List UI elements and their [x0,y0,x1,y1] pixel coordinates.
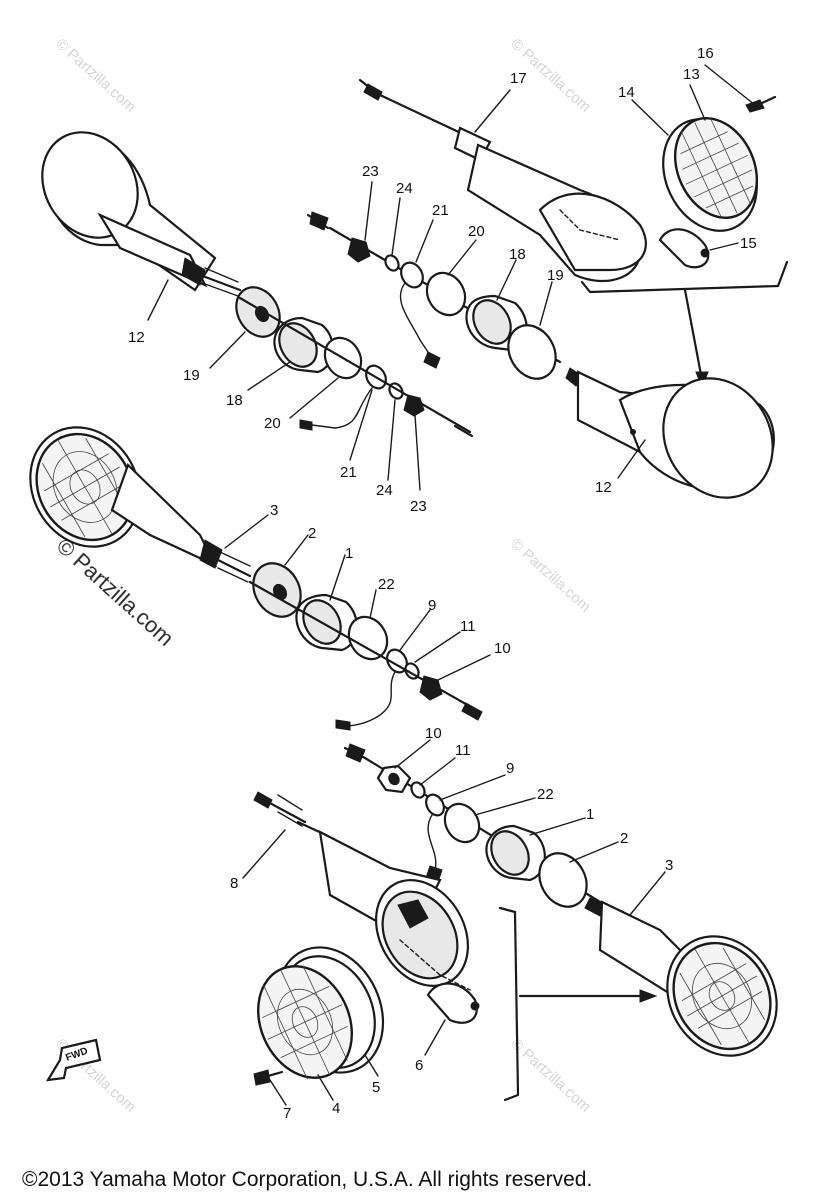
callout-21-left: 21 [340,464,357,481]
callout-22-low: 22 [537,786,554,803]
callout-20-left: 20 [264,415,281,432]
front-flasher-mount-parts [306,211,775,499]
callout-20-top: 20 [468,223,485,240]
callout-3-mid: 3 [270,502,278,519]
callout-8: 8 [230,875,238,892]
callout-19-left: 19 [183,367,200,384]
callout-9-low: 9 [506,760,514,777]
copyright-notice: ©2013 Yamaha Motor Corporation, U.S.A. A… [22,1168,592,1191]
front-flasher-right [358,78,789,390]
rear-flasher-left-lower: FWD [45,791,480,1086]
callout-16: 16 [697,45,714,62]
callout-21-top: 21 [432,202,449,219]
callout-5: 5 [372,1079,380,1096]
callout-12-left: 12 [128,329,145,346]
watermark-5: © Partzilla.com [507,1035,593,1115]
callout-22-mid: 22 [378,576,395,593]
callout-24-left: 24 [376,482,393,499]
front-flasher-left [29,426,483,731]
callout-3-low: 3 [665,857,673,874]
callout-numbers: 17 16 13 14 15 23 24 21 20 18 19 12 19 1… [128,45,757,1122]
callout-6: 6 [415,1057,423,1074]
callout-7: 7 [283,1105,291,1122]
rear-flasher-left [41,131,474,438]
callout-10-mid: 10 [494,640,511,657]
callout-23-left: 23 [410,498,427,515]
callout-23-top: 23 [362,163,379,180]
forward-arrow-icon: FWD [45,1038,102,1082]
callout-11-low: 11 [455,742,471,759]
callout-14: 14 [618,84,635,101]
callout-12-right: 12 [595,479,612,496]
callout-18-top: 18 [509,246,526,263]
callout-19-top: 19 [547,267,564,284]
callout-1-low: 1 [586,806,594,823]
callout-10-low: 10 [425,725,442,742]
callout-15: 15 [740,235,757,252]
leader-lines [147,64,756,1106]
callout-13: 13 [683,66,700,83]
callout-2-mid: 2 [308,525,316,542]
callout-24-top: 24 [396,180,413,197]
callout-18-left: 18 [226,392,243,409]
callout-11-mid: 11 [460,618,476,635]
watermark-main: © Partzilla.com [52,533,179,651]
callout-17: 17 [510,70,527,87]
callout-9-mid: 9 [428,597,436,614]
callout-4: 4 [332,1100,340,1117]
callout-1-mid: 1 [345,545,353,562]
callout-2-low: 2 [620,830,628,847]
watermark-3: © Partzilla.com [507,535,593,615]
watermark-1: © Partzilla.com [52,35,138,115]
